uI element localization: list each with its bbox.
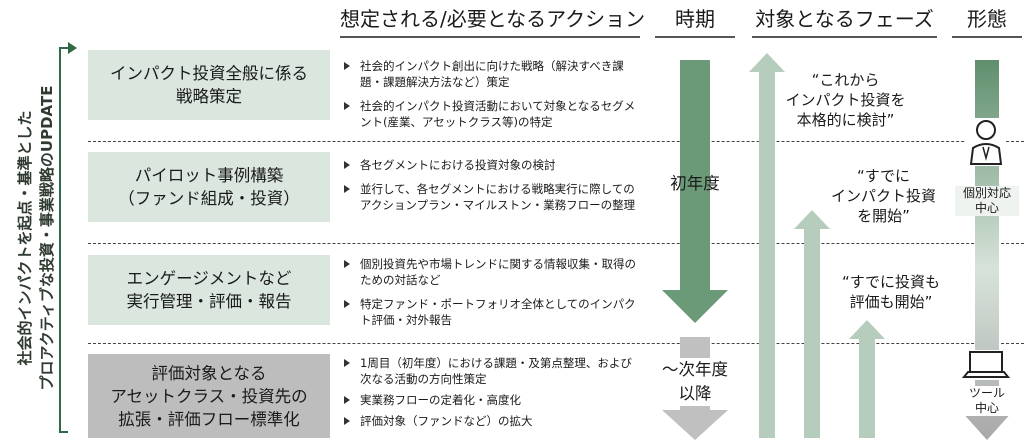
- stage-title-line: 戦略策定: [176, 87, 242, 106]
- stage-title-line: 拡張・評価フロー標準化: [118, 409, 300, 429]
- form-label-tool: ツール 中心: [955, 386, 1019, 416]
- laptop-icon: [962, 350, 1010, 380]
- phase-arrow-considering: [749, 53, 785, 438]
- row-divider: [88, 343, 1024, 344]
- phase-label-evaluating: “すでに投資も 評価も開始”: [832, 272, 950, 312]
- side-label: 社会的インパクトを起点・基準とした プロアクティブな投資・事業戦略のUPDATE: [14, 48, 64, 428]
- phase-line: 評価も開始”: [849, 293, 933, 311]
- action-item: 実業務フローの定着化・高度化: [342, 392, 642, 408]
- stage-title-line: 実行管理・評価・報告: [126, 292, 292, 311]
- stage-title-line: 評価対象となる: [151, 363, 267, 383]
- stage-title-line: パイロット事例構築: [134, 166, 284, 185]
- side-bracket-arrow: [59, 42, 77, 433]
- action-item: 特定ファンド・ポートフォリオ全体としてのインパクト評価・対外報告: [342, 296, 642, 328]
- action-item: 社会的インパクト投資活動において対象となるセグメント(産業、アセットクラス等)の…: [342, 98, 642, 130]
- action-item: 並行して、各セグメントにおける戦略実行に際してのアクションプラン・マイルストン・…: [342, 181, 642, 213]
- header-phase: 対象となるフェーズ: [752, 4, 937, 38]
- phase-line: を開始”: [857, 207, 910, 225]
- form-line: 個別対応: [962, 186, 1011, 200]
- stage-title-line: （ファンド組成・投資）: [118, 189, 300, 208]
- period-first-year: 初年度: [670, 174, 720, 193]
- stage-title-line: エンゲージメントなど: [126, 269, 292, 288]
- action-list-engagement: 個別投資先や市場トレンドに関する情報収集・取得のための対話など 特定ファンド・ポ…: [342, 256, 642, 336]
- form-label-individual: 個別対応 中心: [955, 186, 1019, 216]
- action-item: 1周目（初年度）における課題・及第点整理、および次なる活動の方向性策定: [342, 355, 642, 387]
- phase-label-started: “すでに インパクト投資 を開始”: [826, 166, 941, 226]
- period-next-year: ～次年度 以降: [648, 358, 742, 406]
- period-arrow-first-year: [662, 60, 728, 323]
- action-list-pilot: 各セグメントにおける投資対象の検討 並行して、各セグメントにおける戦略実行に際し…: [342, 157, 642, 221]
- action-item: 個別投資先や市場トレンドに関する情報収集・取得のための対話など: [342, 256, 642, 288]
- phase-line: インパクト投資を: [785, 91, 906, 109]
- row-divider: [88, 141, 1024, 142]
- stage-box-strategy: インパクト投資全般に係る 戦略策定: [88, 50, 330, 120]
- phase-line: “これから: [811, 71, 880, 89]
- form-gradient-arrow: [960, 60, 1014, 440]
- action-item: 各セグメントにおける投資対象の検討: [342, 157, 642, 173]
- stage-title-line: アセットクラス・投資先の: [110, 386, 308, 406]
- phase-label-considering: “これから インパクト投資を 本格的に検討”: [783, 70, 908, 130]
- phase-line: インパクト投資: [830, 187, 936, 205]
- form-line: 中心: [974, 401, 999, 415]
- phase-line: “すでに: [857, 167, 910, 185]
- phase-arrow-evaluating: [849, 320, 885, 438]
- period-next-line: 以降: [678, 384, 712, 403]
- period-next-line: ～次年度: [662, 360, 728, 379]
- phase-line: “すでに投資も: [842, 273, 940, 291]
- phase-arrow-started: [794, 210, 830, 438]
- stage-box-expansion: 評価対象となる アセットクラス・投資先の 拡張・評価フロー標準化: [88, 354, 330, 438]
- stage-box-pilot: パイロット事例構築 （ファンド組成・投資）: [88, 152, 330, 222]
- side-label-line1: 社会的インパクトを起点・基準とした: [16, 110, 34, 366]
- phase-arrows: [749, 53, 885, 438]
- phase-line: 本格的に検討”: [796, 111, 895, 129]
- action-item: 社会的インパクト創出に向けた戦略（解決すべき課題・課題解決方法など）策定: [342, 58, 642, 90]
- person-icon: [966, 118, 1006, 166]
- action-list-expansion: 1周目（初年度）における課題・及第点整理、および次なる活動の方向性策定 実業務フ…: [342, 355, 642, 434]
- stage-title-line: インパクト投資全般に係る: [110, 64, 308, 83]
- action-list-strategy: 社会的インパクト創出に向けた戦略（解決すべき課題・課題解決方法など）策定 社会的…: [342, 58, 642, 138]
- header-period: 時期: [655, 4, 735, 38]
- row-divider: [88, 243, 1024, 244]
- side-label-line2: プロアクティブな投資・事業戦略のUPDATE: [38, 85, 56, 391]
- form-line: 中心: [974, 201, 999, 215]
- stage-box-engagement: エンゲージメントなど 実行管理・評価・報告: [88, 255, 330, 325]
- header-form: 形態: [952, 4, 1022, 38]
- header-actions: 想定される/必要となるアクション: [340, 4, 645, 38]
- action-item: 評価対象（ファンドなど）の拡大: [342, 413, 642, 429]
- form-line: ツール: [968, 386, 1005, 400]
